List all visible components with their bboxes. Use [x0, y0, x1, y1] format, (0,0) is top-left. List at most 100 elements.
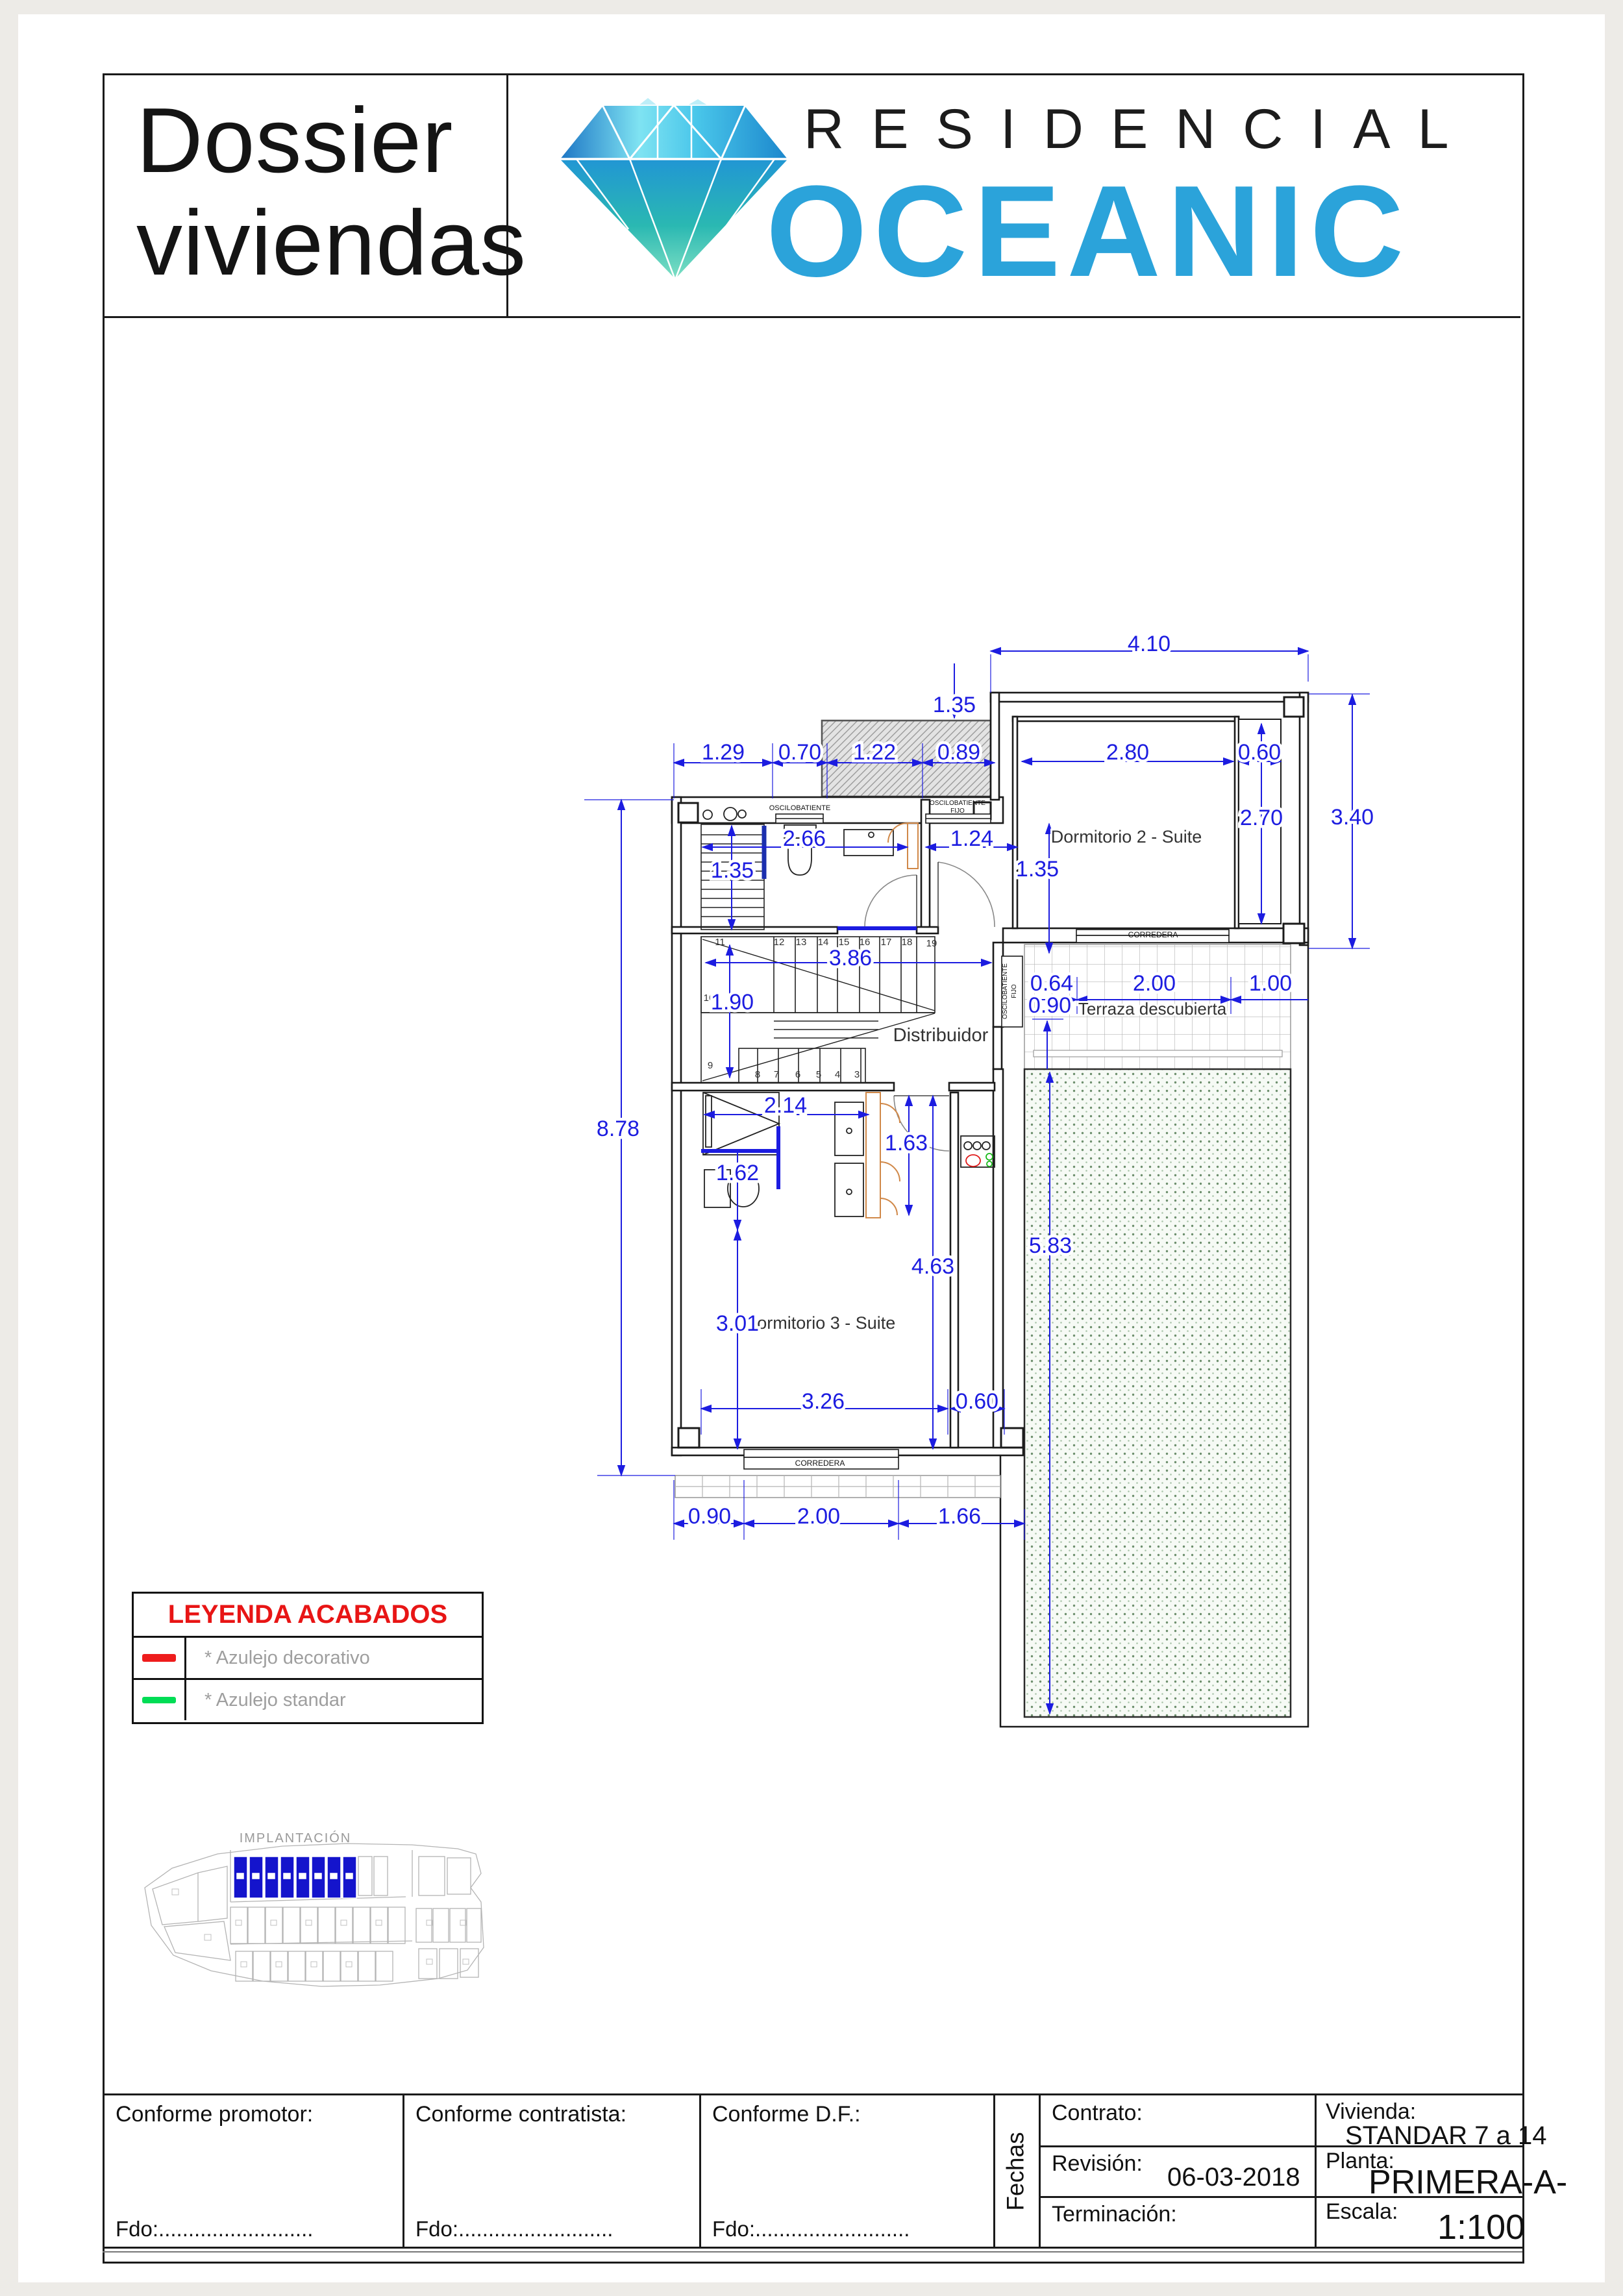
stair-number: 16	[860, 937, 871, 948]
exterior-boundary	[999, 945, 1309, 1728]
vanity-cabinet	[834, 1102, 864, 1156]
document-title: Dossier viviendas	[136, 90, 527, 295]
site-plot-glyphs	[171, 1888, 469, 1968]
legend-label: * Azulejo decorativo	[204, 1647, 370, 1668]
vanity-counter	[843, 829, 894, 856]
window-label: FIJO	[1011, 984, 1018, 998]
site-plan-outline	[144, 1843, 484, 1987]
stair-number: 18	[902, 937, 913, 948]
legend-label: * Azulejo standar	[204, 1689, 346, 1710]
green-tile-swatch	[142, 1697, 176, 1703]
terraza-floor	[1024, 944, 1291, 1070]
stair-number: 19	[926, 938, 937, 949]
brand-residencial: RESIDENCIAL	[804, 98, 1476, 160]
legend-row-standar: * Azulejo standar	[134, 1680, 482, 1720]
tb-divider	[699, 2095, 701, 2247]
dimension-label: 1.66	[938, 1504, 981, 1529]
title-block: Conforme promotor: Fdo:.................…	[103, 2093, 1567, 2249]
escala-label: Escala:	[1326, 2199, 1398, 2224]
conforme-contratista-label: Conforme contratista:	[415, 2102, 627, 2127]
window-label: CORREDERA	[795, 1459, 845, 1468]
conforme-promotor-label: Conforme promotor:	[116, 2102, 314, 2127]
window-label: CORREDERA	[1128, 930, 1178, 939]
doors	[864, 861, 995, 1152]
dimension-label: 1.00	[1249, 971, 1292, 996]
stair-number: 9	[708, 1060, 713, 1071]
garden-area	[1023, 1068, 1292, 1718]
planta-label: Planta:	[1326, 2149, 1394, 2173]
stairs	[700, 824, 935, 1083]
wardrobe	[702, 1092, 781, 1155]
sink-icon	[723, 807, 737, 821]
dimension-label: 0.60	[956, 1389, 998, 1414]
stair-number: 5	[816, 1069, 821, 1080]
legend-swatch	[134, 1638, 186, 1678]
closet-rod	[705, 1095, 712, 1148]
dimension-label: 4.10	[1128, 632, 1171, 656]
tile-finish-marks	[701, 926, 917, 1189]
legend-swatch	[134, 1680, 186, 1720]
legend-acabados: LEYENDA ACABADOS * Azulejo decorativo * …	[132, 1592, 484, 1724]
legend-row-decorativo: * Azulejo decorativo	[134, 1638, 482, 1680]
dimension-label: 2.14	[764, 1093, 807, 1118]
contrato-label: Contrato:	[1052, 2101, 1143, 2125]
door-arc	[864, 874, 917, 928]
fdo-line: Fdo:..........................	[415, 2217, 613, 2241]
dimension-label: 1.62	[716, 1161, 759, 1185]
dimension-label: 0.89	[937, 740, 980, 765]
escala-value: 1:100	[1437, 2208, 1526, 2247]
dimension-label: 1.35	[711, 858, 754, 883]
stair-number: 12	[774, 937, 785, 948]
dimension-label: 3.01	[716, 1311, 759, 1336]
fechas-label: Fechas	[1002, 2131, 1029, 2211]
stair-number: 3	[854, 1069, 860, 1080]
dimension-label: 1.63	[885, 1131, 928, 1155]
window-label: FIJO	[950, 808, 965, 815]
window-label: OSCILOBATIENTE	[1002, 963, 1009, 1019]
fdo-line: Fdo:..........................	[712, 2217, 910, 2241]
dimension-label: 8.78	[597, 1117, 639, 1141]
stair-number: 11	[715, 937, 725, 948]
footer-rule	[103, 2251, 1522, 2253]
stair-number: 13	[796, 937, 807, 948]
legend-title: LEYENDA ACABADOS	[134, 1594, 482, 1638]
site-plan: IMPLANTACIÓN	[144, 1831, 484, 1987]
dimension-label: 1.90	[711, 990, 754, 1015]
dimension-label: 1.35	[933, 693, 976, 717]
tb-divider	[1039, 2095, 1041, 2247]
fechas-cell: Fechas	[993, 2095, 1039, 2247]
dimension-label: 0.90	[688, 1504, 731, 1529]
brand-oceanic: OCEANIC	[766, 159, 1411, 304]
dimension-label: 5.83	[1029, 1233, 1072, 1258]
tb-row-divider	[1039, 2145, 1522, 2147]
document-title-line2: viviendas	[136, 191, 527, 295]
stair-number: 8	[755, 1069, 760, 1080]
dimension-label: 3.40	[1331, 805, 1374, 830]
dimension-label: 2.70	[1240, 806, 1283, 830]
vivienda-value: STANDAR 7 a 14	[1345, 2121, 1547, 2150]
room-label: Distribuidor	[893, 1025, 989, 1046]
revision-label: Revisión:	[1052, 2151, 1143, 2176]
header-divider	[103, 316, 1520, 318]
room-label: Terraza descubierta	[1078, 999, 1227, 1018]
diamond-logo-icon	[557, 97, 791, 281]
terminacion-label: Terminación:	[1052, 2202, 1177, 2227]
site-plot-row-middle	[230, 1907, 406, 1944]
stair-number: 15	[839, 937, 850, 948]
dimension-label: 1.22	[853, 740, 896, 765]
tb-row-divider	[1039, 2196, 1522, 2198]
dimension-label: 4.63	[911, 1254, 954, 1279]
dimension-label: 1.29	[702, 740, 745, 765]
stair-number: 6	[795, 1069, 800, 1080]
stair-number: 14	[818, 937, 829, 948]
red-tile-swatch	[142, 1654, 176, 1662]
bathroom-fixtures	[702, 807, 894, 1217]
room-label: Dormitorio 2 - Suite	[1051, 827, 1202, 846]
dimension-label: 3.26	[802, 1389, 845, 1414]
canopy-hatch	[821, 719, 992, 798]
dimension-label: 2.00	[797, 1504, 840, 1529]
sink-icon	[702, 809, 713, 820]
stair-number: 7	[774, 1069, 779, 1080]
